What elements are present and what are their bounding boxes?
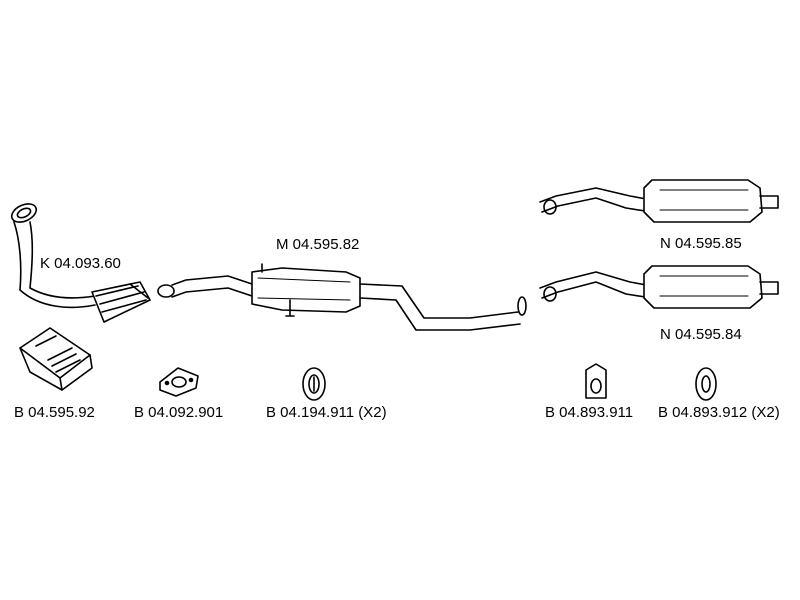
part-label-middle-silencer: M 04.595.82 [276, 236, 360, 253]
oval-hanger-drawing [303, 368, 325, 400]
part-label-rear-silencer-upper: N 04.595.85 [660, 235, 742, 252]
part-label-flange-gasket: B 04.092.901 [134, 404, 224, 421]
rear-silencer-upper-drawing [540, 180, 778, 222]
mounting-kit-drawing [20, 328, 92, 390]
bracket-hanger-drawing [586, 364, 606, 398]
front-pipe-catalyst-drawing [9, 200, 150, 322]
part-label-rubber-hanger-oval: B 04.194.911 (X2) [266, 404, 387, 421]
middle-silencer-drawing [158, 264, 526, 330]
rubber-ring-drawing [696, 368, 716, 400]
part-label-front-pipe-catalyst: K 04.093.60 [40, 255, 121, 272]
rear-silencer-lower-drawing [540, 266, 778, 308]
part-label-rubber-hanger-bracket: B 04.893.911 [545, 404, 634, 421]
part-label-rubber-ring: B 04.893.912 (X2) [658, 404, 780, 421]
part-label-mounting-kit: B 04.595.92 [14, 404, 95, 421]
part-label-rear-silencer-lower: N 04.595.84 [660, 326, 742, 343]
flange-gasket-drawing [160, 368, 198, 396]
